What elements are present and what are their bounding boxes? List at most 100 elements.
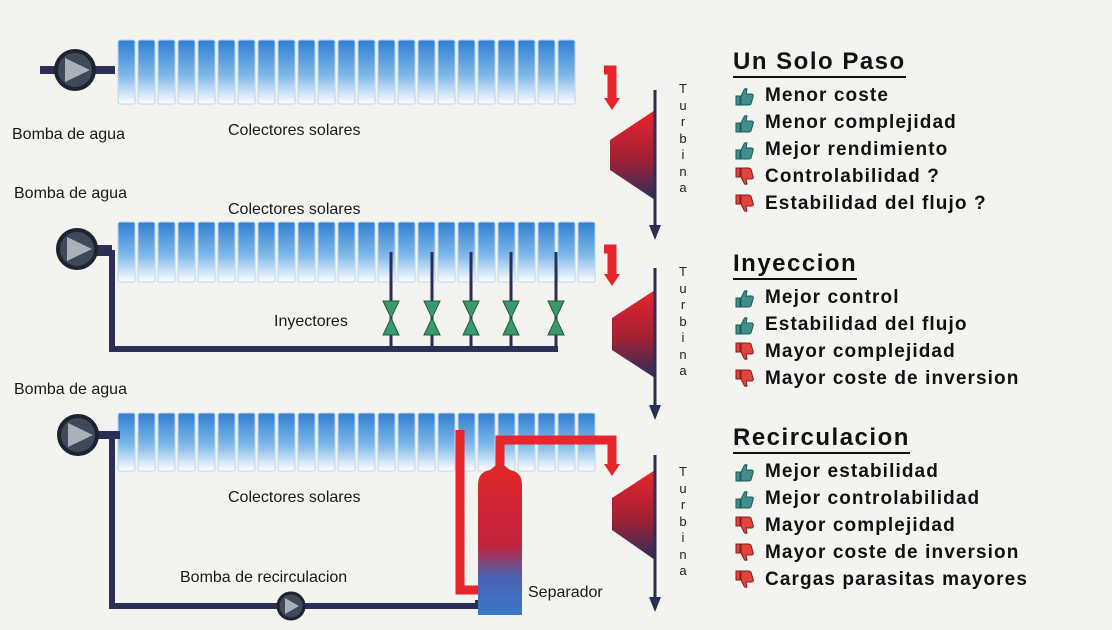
solar-collector-panel	[117, 412, 136, 472]
list-item: Mejor estabilidad	[733, 458, 1028, 485]
thumbs-down-icon	[735, 543, 754, 561]
thumbs-up-icon	[735, 87, 754, 105]
list-item-text: Mejor rendimiento	[765, 139, 949, 160]
thumbs-down-icon	[735, 570, 754, 588]
flow-arrow-icon	[604, 98, 620, 110]
label-recirculation-pump: Bomba de recirculacion	[180, 569, 348, 586]
list-item: Mayor coste de inversion	[733, 365, 1019, 392]
solar-collector-panel	[137, 412, 156, 472]
solar-collector-panel	[257, 412, 276, 472]
system-inyeccion	[56, 221, 661, 420]
solar-collector-panel	[157, 412, 176, 472]
solar-collector-panel	[217, 412, 236, 472]
water-pump-1	[54, 49, 96, 91]
water-pump-2	[56, 228, 98, 270]
turbine-outlet-arrow-icon	[649, 225, 661, 240]
list-item-text: Estabilidad del flujo ?	[765, 193, 987, 214]
thumbs-up-icon	[735, 463, 754, 481]
turbine-3	[612, 470, 655, 560]
label-water-pump-3: Bomba de agua	[14, 381, 127, 398]
injector-valve-icon	[462, 300, 480, 336]
label-solar-collectors-2: Colectores solares	[228, 201, 361, 218]
solar-collector-panel	[357, 412, 376, 472]
solar-collector-panel	[317, 412, 336, 472]
list-item-text: Mejor control	[765, 287, 900, 308]
list-item: Estabilidad del flujo ?	[733, 190, 987, 217]
list-item: Menor coste	[733, 82, 987, 109]
thumbs-down-icon	[735, 194, 754, 212]
label-separator: Separador	[528, 584, 603, 601]
system-un-solo-paso	[40, 39, 661, 240]
label-solar-collectors-1: Colectores solares	[228, 122, 361, 139]
turbine-outlet-arrow-icon	[649, 597, 661, 612]
thumbs-up-icon	[735, 114, 754, 132]
panel-title: Recirculacion	[733, 424, 910, 454]
recirculation-pump	[276, 591, 306, 621]
solar-collector-panel	[197, 412, 216, 472]
list-item: Mejor control	[733, 284, 1019, 311]
list-item-text: Menor coste	[765, 85, 890, 106]
solar-collector-panel	[397, 412, 416, 472]
water-pump-3	[57, 414, 99, 456]
list-item-text: Mejor estabilidad	[765, 461, 939, 482]
list-item: Mayor coste de inversion	[733, 539, 1028, 566]
label-solar-collectors-3: Colectores solares	[228, 489, 361, 506]
solar-collector-panel	[437, 412, 456, 472]
list-item: Controlabilidad ?	[733, 163, 987, 190]
injector-valve-icon	[547, 300, 565, 336]
flow-arrow-icon	[604, 464, 620, 476]
list-item: Mejor controlabilidad	[733, 485, 1028, 512]
label-water-pump-1: Bomba de agua	[12, 126, 125, 143]
list-item: Mejor rendimiento	[733, 136, 987, 163]
list-item: Mayor complejidad	[733, 512, 1028, 539]
list-item-text: Mejor controlabilidad	[765, 488, 981, 509]
solar-collector-panel	[417, 412, 436, 472]
thumbs-down-icon	[735, 342, 754, 360]
injector-valve-icon	[502, 300, 520, 336]
thumbs-up-icon	[735, 316, 754, 334]
injector-valve-icon	[423, 300, 441, 336]
label-injectors: Inyectores	[274, 313, 348, 330]
separator-tank	[478, 462, 522, 615]
thumbs-down-icon	[735, 516, 754, 534]
turbine-2	[612, 290, 655, 378]
turbine-outlet-arrow-icon	[649, 405, 661, 420]
solar-collector-panel	[337, 412, 356, 472]
injectors-group	[382, 252, 565, 349]
thumbs-down-icon	[735, 167, 754, 185]
solar-collector-panel	[277, 412, 296, 472]
list-item-text: Mayor complejidad	[765, 515, 956, 536]
list-item-text: Menor complejidad	[765, 112, 957, 133]
flow-arrow-icon	[604, 274, 620, 286]
solar-collector-panel	[177, 412, 196, 472]
list-item-text: Mayor coste de inversion	[765, 368, 1020, 389]
solar-collector-panel	[477, 412, 496, 472]
injector-valve-icon	[382, 300, 400, 336]
panel-title: Un Solo Paso	[733, 48, 906, 78]
solar-collector-panel	[297, 412, 316, 472]
list-item: Estabilidad del flujo	[733, 311, 1019, 338]
list-item-text: Cargas parasitas mayores	[765, 569, 1028, 590]
label-water-pump-2: Bomba de agua	[14, 185, 127, 202]
list-item-text: Mayor coste de inversion	[765, 542, 1020, 563]
list-item: Cargas parasitas mayores	[733, 566, 1028, 593]
list-item-text: Controlabilidad ?	[765, 166, 940, 187]
thumbs-up-icon	[735, 289, 754, 307]
panel-title: Inyeccion	[733, 250, 858, 280]
thumbs-down-icon	[735, 369, 754, 387]
list-item: Mayor complejidad	[733, 338, 1019, 365]
thumbs-up-icon	[735, 490, 754, 508]
solar-collector-panel	[377, 412, 396, 472]
list-item: Menor complejidad	[733, 109, 987, 136]
list-item-text: Estabilidad del flujo	[765, 314, 968, 335]
solar-collector-panel	[237, 412, 256, 472]
